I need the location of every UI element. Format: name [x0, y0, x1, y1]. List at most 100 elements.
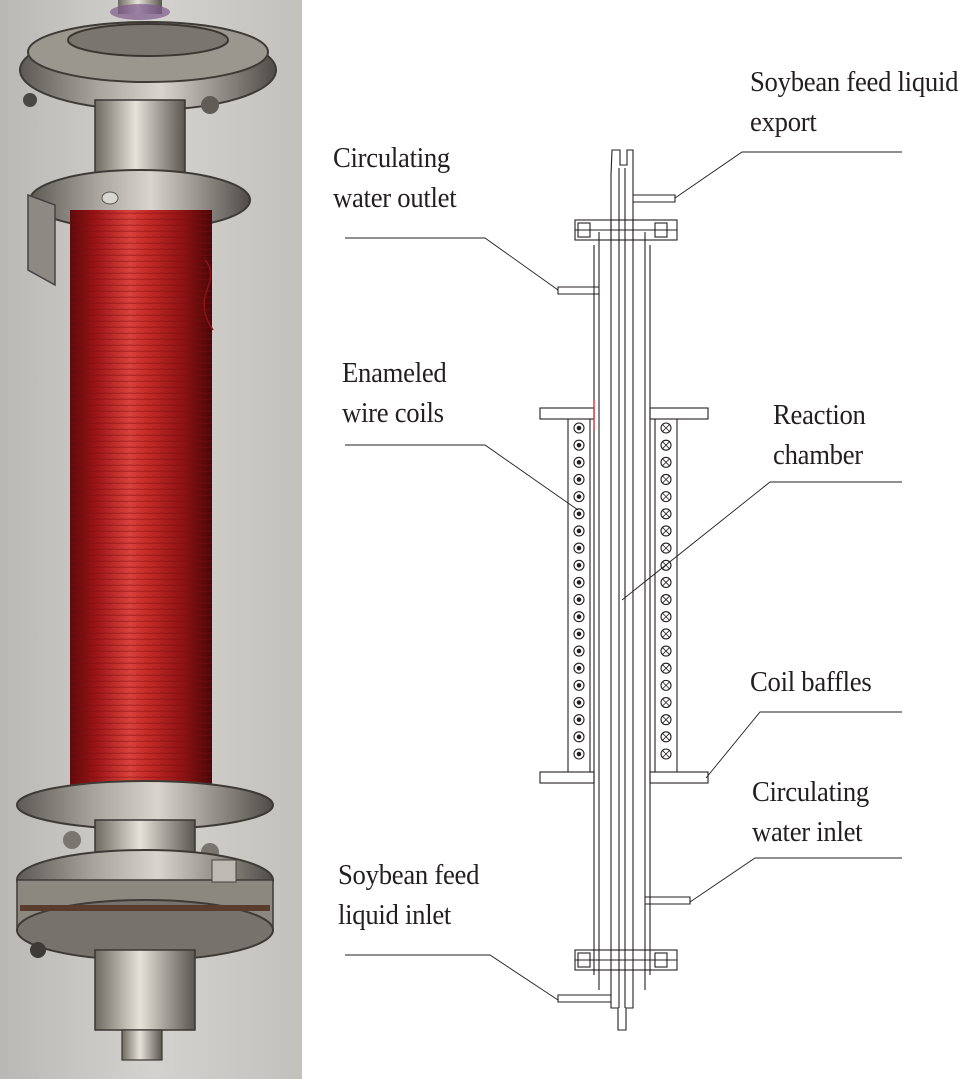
export-nozzle — [633, 194, 676, 203]
coil-turn-dot — [573, 628, 585, 640]
photo-divider — [302, 0, 304, 1079]
coil-turn-dot — [573, 508, 585, 520]
label-baffles: Coil baffles — [750, 662, 872, 702]
bottom-flange — [574, 949, 678, 971]
label-feed-export: Soybean feed liquid export — [750, 62, 958, 142]
coil-cross-stroke — [662, 647, 670, 655]
coil-cross-stroke — [662, 698, 670, 707]
label-coils-line1: Enameled — [342, 357, 447, 389]
coil-turn-cross — [660, 439, 672, 451]
coil-turn-dot — [573, 473, 585, 486]
leader-water-inlet — [689, 857, 902, 903]
coil-turn-dot — [573, 748, 585, 760]
label-water-inlet-line2: water inlet — [752, 816, 863, 848]
coil-cross-stroke — [662, 544, 670, 552]
coil-turn-dot — [573, 576, 585, 588]
coil-turn-cross — [660, 628, 672, 640]
coil-cross-stroke — [662, 733, 670, 741]
coil-turn-cross — [660, 594, 672, 606]
leader-coils — [345, 444, 579, 511]
label-feed-export-line2: export — [750, 106, 817, 138]
label-water-outlet-line2: water outlet — [333, 182, 457, 214]
coil-dot — [576, 597, 582, 602]
coil-cross-stroke — [662, 527, 670, 535]
coil-dot — [576, 734, 582, 740]
label-feed-inlet-line2: liquid inlet — [338, 899, 452, 931]
coil-cross-stroke — [662, 475, 670, 484]
water-inlet-nozzle — [645, 896, 691, 905]
coil-turns-left — [573, 422, 585, 760]
coil-turn-dot — [573, 611, 585, 623]
feed-inlet-nozzle — [557, 994, 611, 1003]
coil-baffles — [539, 407, 709, 784]
coil-dot — [576, 648, 582, 654]
coil-turn-dot — [573, 456, 585, 468]
coil-turn-dot — [573, 714, 585, 726]
leader-feed-inlet — [345, 954, 559, 1001]
label-water-outlet: Circulating water outlet — [333, 138, 457, 218]
coil-dot — [576, 545, 582, 551]
coil-turn-cross — [660, 456, 672, 468]
leader-chamber — [621, 481, 902, 601]
coil-cross-stroke — [662, 510, 670, 518]
top-flange — [574, 219, 678, 241]
label-coils-line2: wire coils — [342, 397, 444, 429]
coil-cross-stroke — [662, 715, 670, 724]
coil-turn-cross — [660, 491, 672, 503]
label-baffles-text: Coil baffles — [750, 666, 872, 698]
coil-dot — [576, 683, 582, 688]
coil-dot — [576, 511, 582, 517]
coil-dot — [576, 631, 582, 637]
coil-dot — [576, 477, 582, 482]
coil-cross-stroke — [662, 424, 670, 432]
coil-dot — [576, 717, 582, 722]
coil-turn-cross — [660, 748, 672, 760]
coil-dot — [576, 460, 582, 465]
coil-dot — [576, 562, 582, 568]
reaction-tube — [610, 149, 634, 1031]
coil-dot — [576, 425, 582, 431]
coil-cross-stroke — [662, 664, 670, 672]
coil-dot — [576, 751, 582, 757]
coil-turn-cross — [660, 662, 672, 674]
coil-dot — [576, 665, 582, 671]
label-chamber-line1: Reaction — [773, 399, 866, 431]
coil-turn-dot — [573, 662, 585, 674]
coil-turn-cross — [660, 576, 672, 588]
label-feed-inlet-line1: Soybean feed — [338, 859, 480, 891]
coil-turn-dot — [573, 422, 585, 434]
label-water-inlet-line1: Circulating — [752, 776, 869, 808]
label-feed-inlet: Soybean feed liquid inlet — [338, 855, 479, 935]
coil-cross-stroke — [662, 578, 670, 587]
coil-cross-stroke — [662, 441, 670, 449]
coil-turn-cross — [660, 731, 672, 743]
coil-channels — [567, 419, 678, 772]
coil-cross-stroke — [662, 595, 670, 604]
coil-turn-cross — [660, 611, 672, 623]
coil-turn-dot — [573, 679, 585, 691]
coil-cross-stroke — [662, 492, 670, 501]
leader-feed-export — [674, 151, 902, 199]
coil-dot — [576, 442, 582, 448]
coil-turn-cross — [660, 714, 672, 726]
coil-turn-cross — [660, 473, 672, 486]
coil-turn-cross — [660, 422, 672, 434]
leader-baffles — [705, 711, 902, 779]
coil-turn-cross — [660, 679, 672, 691]
coil-turn-dot — [573, 559, 585, 571]
coil-turn-cross — [660, 508, 672, 520]
label-water-outlet-line1: Circulating — [333, 142, 450, 174]
coil-turn-dot — [573, 645, 585, 657]
leader-water-outlet — [345, 237, 559, 291]
coil-cross-stroke — [662, 630, 670, 638]
coil-dot — [576, 494, 582, 499]
label-chamber-line2: chamber — [773, 439, 863, 471]
label-water-inlet: Circulating water inlet — [752, 772, 869, 852]
label-chamber: Reaction chamber — [773, 395, 866, 475]
coil-turn-cross — [660, 525, 672, 537]
coil-turn-dot — [573, 439, 585, 451]
coil-dot — [576, 614, 582, 620]
water-jacket — [593, 232, 651, 990]
coil-turn-dot — [573, 491, 585, 503]
